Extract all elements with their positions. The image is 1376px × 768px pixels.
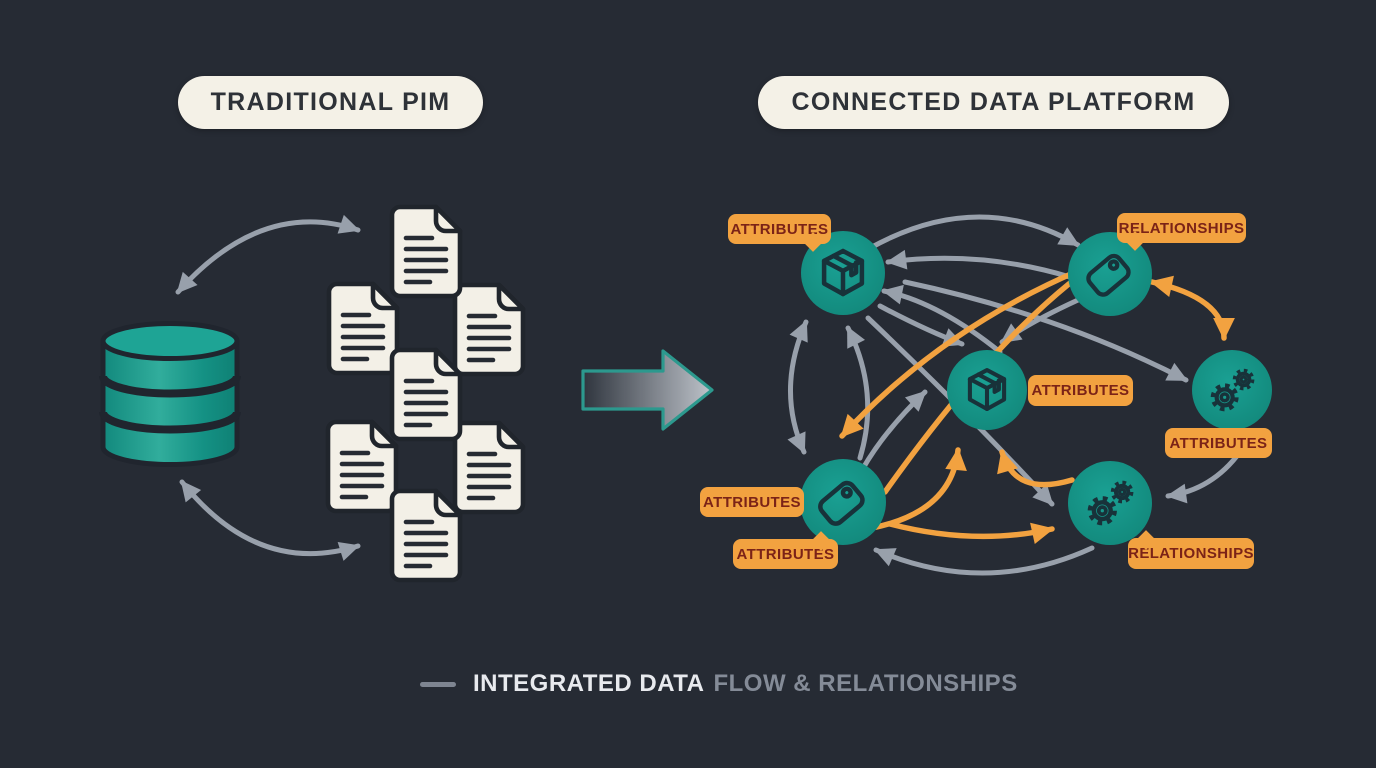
database-icon: [99, 321, 241, 467]
curved-arrow: [997, 449, 1075, 488]
label-text: ATTRIBUTES: [736, 545, 835, 563]
curved-arrow: [1165, 449, 1243, 504]
label-text: ATTRIBUTES: [1031, 382, 1130, 399]
node-product: [801, 231, 885, 315]
node-tag: [1068, 232, 1152, 316]
curved-arrow: [869, 214, 1081, 250]
relationships-label: RELATIONSHIPS: [1117, 213, 1246, 251]
document-cluster: [328, 207, 523, 580]
curved-arrow: [873, 545, 1095, 576]
relationships-label: RELATIONSHIPS: [1128, 530, 1254, 569]
node-gears-right: [1192, 350, 1272, 430]
document-file-icon: [392, 207, 460, 296]
curved-arrow: [885, 249, 1073, 280]
right-panel-title: CONNECTED DATA PLATFORM: [758, 76, 1229, 129]
legend-secondary-text: FLOW & RELATIONSHIPS: [713, 670, 1018, 697]
legend: INTEGRATED DATA FLOW & RELATIONSHIPS: [420, 668, 1018, 700]
node-product-center: [947, 350, 1027, 430]
attributes-label: ATTRIBUTES: [1028, 375, 1133, 406]
curved-arrow: [902, 279, 1189, 383]
document-file-icon: [329, 284, 397, 373]
connected-data-nodes: [800, 231, 1272, 545]
curved-arrow: [845, 325, 871, 461]
label-text: RELATIONSHIPS: [1128, 545, 1254, 562]
document-file-icon: [392, 350, 460, 439]
attributes-label: ATTRIBUTES: [1165, 428, 1272, 458]
node-tag-bottom: [800, 459, 886, 545]
document-file-icon: [328, 422, 396, 511]
document-file-icon: [455, 285, 523, 374]
curved-arrow: [839, 267, 1083, 439]
node-gears-bottom: [1068, 461, 1152, 545]
label-text: ATTRIBUTES: [730, 220, 829, 238]
traditional-pim-panel: [99, 207, 523, 580]
left-panel-title: TRADITIONAL PIM: [178, 76, 483, 129]
label-text: ATTRIBUTES: [1169, 434, 1268, 452]
document-file-icon: [455, 423, 523, 512]
curved-arrow: [859, 389, 928, 473]
curved-arrow: [179, 479, 361, 561]
legend-line-icon: [420, 681, 456, 687]
document-file-icon: [392, 491, 460, 580]
curved-arrow: [175, 214, 361, 295]
attributes-label: ATTRIBUTES: [733, 531, 838, 569]
legend-primary-text: INTEGRATED DATA: [473, 670, 705, 697]
curved-arrow: [881, 284, 1003, 355]
right-arrow-icon: [581, 349, 714, 431]
curved-arrow: [787, 319, 809, 455]
curved-arrow: [887, 521, 1055, 544]
label-text: ATTRIBUTES: [703, 493, 801, 511]
attributes-label: ATTRIBUTES: [728, 214, 831, 252]
label-text: RELATIONSHIPS: [1118, 219, 1245, 237]
attributes-label: ATTRIBUTES: [700, 487, 804, 517]
curved-arrow: [1149, 275, 1235, 341]
